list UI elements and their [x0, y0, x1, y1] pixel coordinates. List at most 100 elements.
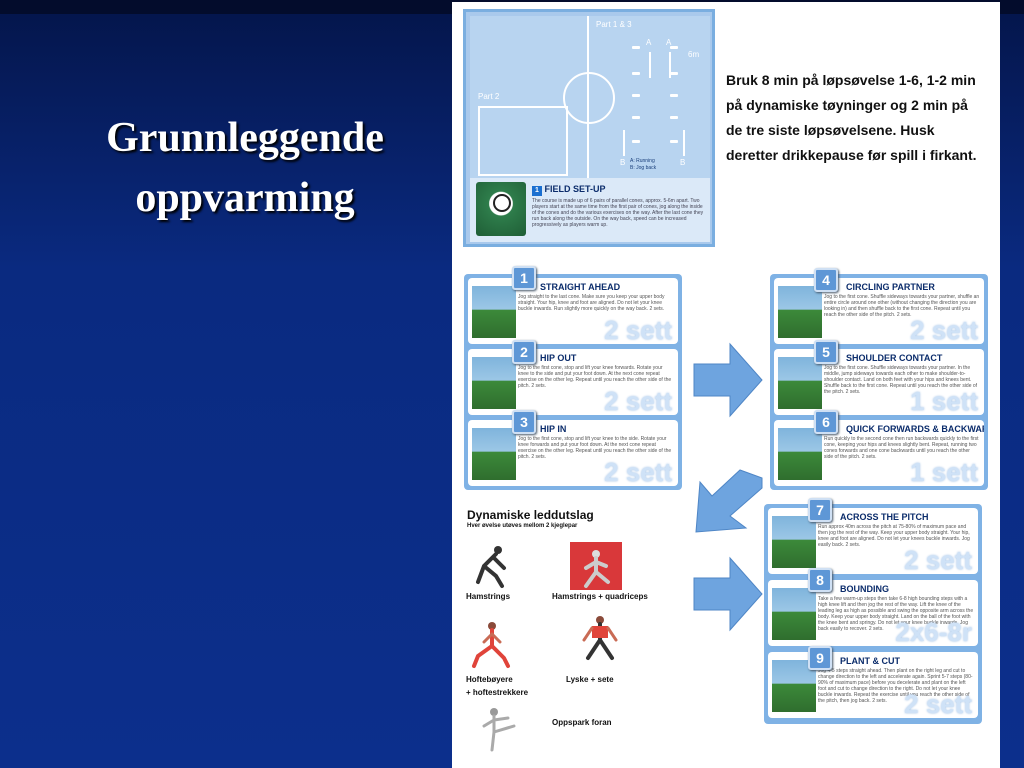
front-kick-figure — [482, 708, 516, 752]
exercise-card-8: BOUNDING Take a few warm-up steps then t… — [768, 580, 978, 646]
slide-title-line2: oppvarming — [135, 175, 355, 221]
exercise-number-8: 8 — [808, 568, 832, 592]
center-circle — [563, 72, 615, 124]
exercise-photo — [772, 516, 816, 568]
exercise-photo — [778, 357, 822, 409]
field-setup-text: The course is made up of 6 pairs of para… — [532, 198, 704, 228]
cone — [670, 94, 678, 97]
field-setup-title: FIELD SET-UP — [544, 184, 606, 194]
handout-sheet: Part 1 & 3 Part 2 6m A A B B A: Running … — [452, 2, 1000, 768]
exercise-label-front-kick: Oppspark foran — [552, 718, 612, 727]
cone — [632, 46, 640, 49]
exercise-text: Jog to the first cone, stop and lift you… — [518, 436, 672, 460]
b-label-1: B — [620, 158, 626, 167]
exercise-title: STRAIGHT AHEAD — [540, 282, 621, 292]
exercise-title: HIP IN — [540, 424, 567, 434]
exercise-sets: 2 sett — [604, 315, 672, 344]
exercise-number-5: 5 — [814, 340, 838, 364]
groin-glutes-figure — [582, 616, 618, 660]
cone — [670, 116, 678, 119]
a-label-2: A — [666, 38, 672, 47]
exercise-number-9: 9 — [808, 646, 832, 670]
exercise-card-1: STRAIGHT AHEAD Jog straight to the last … — [468, 278, 678, 344]
exercise-title: ACROSS THE PITCH — [840, 512, 929, 522]
jog-arrow-2 — [683, 130, 685, 156]
exercise-sets: 2x6-8r — [895, 617, 972, 646]
exercise-title: QUICK FORWARDS & BACKWARDS — [846, 424, 984, 434]
field-setup-number: 1 — [532, 186, 542, 196]
exercise-photo — [778, 286, 822, 338]
exercise-title: HIP OUT — [540, 353, 577, 363]
dynamic-title: Dynamiske leddutslag — [467, 508, 594, 522]
exercise-text: Jog 4-5 steps straight ahead. Then plant… — [818, 668, 973, 704]
exercise-sets: 2 sett — [604, 457, 672, 486]
field-setup-info: 1 FIELD SET-UP The course is made up of … — [470, 178, 710, 242]
exercise-card-7: ACROSS THE PITCH Run approx 40m across t… — [768, 508, 978, 574]
exercise-title: PLANT & CUT — [840, 656, 900, 666]
exercise-title: SHOULDER CONTACT — [846, 353, 943, 363]
cone — [632, 140, 640, 143]
exercise-number-6: 6 — [814, 410, 838, 434]
jog-arrow-1 — [623, 130, 625, 156]
exercise-column-3: ACROSS THE PITCH Run approx 40m across t… — [764, 504, 982, 724]
football-image — [476, 182, 526, 236]
cone — [670, 140, 678, 143]
exercise-sets: 2 sett — [910, 315, 978, 344]
exercise-card-6: QUICK FORWARDS & BACKWARDS Run quickly t… — [774, 420, 984, 486]
exercise-text: Run approx 40m across the pitch at 75-80… — [818, 524, 970, 548]
exercise-number-1: 1 — [512, 266, 536, 290]
flow-arrow-down-left — [695, 469, 763, 533]
exercise-sets: 2 sett — [904, 545, 972, 574]
exercise-text: Take a few warm-up steps then take 6-8 h… — [818, 596, 974, 632]
exercise-sets: 1 sett — [910, 386, 978, 415]
flow-arrow-right-1 — [693, 342, 763, 418]
exercise-sets: 2 sett — [904, 689, 972, 718]
exercise-text: Jog to the first cone, stop and lift you… — [518, 365, 672, 389]
a-label-1: A — [646, 38, 652, 47]
exercise-text: Jog to the first cone. Shuffle sideways … — [824, 365, 978, 395]
field-setup-panel: Part 1 & 3 Part 2 6m A A B B A: Running … — [463, 9, 715, 247]
exercise-sets: 1 sett — [910, 457, 978, 486]
legend-a: A: Running — [630, 158, 655, 164]
distance-label: 6m — [688, 50, 700, 59]
exercise-label-hamstrings: Hamstrings — [466, 592, 511, 601]
b-label-2: B — [680, 158, 686, 167]
instructions-text: Bruk 8 min på løpsøvelse 1-6, 1-2 min på… — [726, 72, 977, 163]
exercise-number-4: 4 — [814, 268, 838, 292]
cone — [670, 72, 678, 75]
hip-flexor-figure — [472, 622, 510, 668]
exercise-number-3: 3 — [512, 410, 536, 434]
exercise-title: CIRCLING PARTNER — [846, 282, 935, 292]
exercise-photo — [472, 357, 516, 409]
exercise-number-2: 2 — [512, 340, 536, 364]
exercise-photo — [778, 428, 822, 480]
part2-label: Part 2 — [478, 92, 500, 101]
exercise-sets: 2 sett — [604, 386, 672, 415]
hamstrings-quadriceps-figure — [584, 550, 610, 588]
slide-title: Grunnleggende oppvarming — [60, 108, 430, 228]
run-arrow-2 — [669, 52, 671, 78]
exercise-card-9: PLANT & CUT Jog 4-5 steps straight ahead… — [768, 652, 978, 718]
exercise-column-2: CIRCLING PARTNER Jog to the first cone. … — [770, 274, 988, 490]
exercise-photo — [772, 588, 816, 640]
exercise-label-hip-flexors-line2: + hoftestrekkere — [466, 688, 529, 697]
exercise-title: BOUNDING — [840, 584, 889, 594]
field-setup-heading: 1 FIELD SET-UP — [532, 184, 606, 196]
cone — [632, 116, 640, 119]
field-diagram: Part 1 & 3 Part 2 6m A A B B A: Running … — [470, 16, 710, 178]
exercise-label-groin-glutes: Lyske + sete — [566, 675, 614, 684]
exercise-text: Jog to the first cone. Shuffle sideways … — [824, 294, 980, 318]
exercise-card-3: HIP IN Jog to the first cone, stop and l… — [468, 420, 678, 486]
exercise-label-hip-flexors-line1: Hoftebøyere — [466, 675, 513, 684]
run-arrow-1 — [649, 52, 651, 78]
exercise-card-5: SHOULDER CONTACT Jog to the first cone. … — [774, 349, 984, 415]
soccer-ball-icon — [493, 194, 511, 212]
hamstrings-figure — [476, 546, 506, 588]
exercise-column-1: STRAIGHT AHEAD Jog straight to the last … — [464, 274, 682, 490]
hamstrings-quadriceps-photo — [570, 542, 622, 590]
legend-b: B: Jog back — [630, 165, 657, 171]
cone — [632, 72, 640, 75]
exercise-card-2: HIP OUT Jog to the first cone, stop and … — [468, 349, 678, 415]
dynamic-subtitle: Hver øvelse utøves mellom 2 kjeglepar — [467, 523, 578, 529]
flow-arrow-right-2 — [693, 556, 763, 632]
